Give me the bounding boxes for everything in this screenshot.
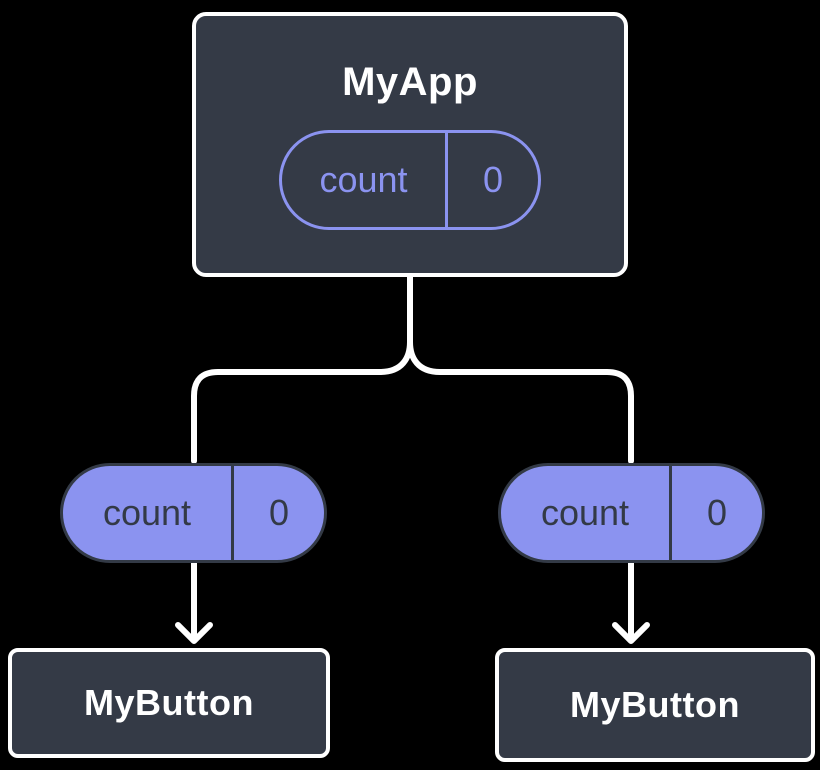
prop-value: 0 [706,492,728,533]
child-component-label: MyButton [84,682,254,723]
pill-divider [669,466,672,560]
prop-value: 0 [268,492,290,533]
branch-line-right [407,274,634,464]
branch-line-left [191,274,413,464]
pill-divider [231,466,234,560]
pill-divider [445,133,448,227]
arrow-head-left [175,622,213,644]
state-value: 0 [482,159,504,200]
prop-name: count [540,492,630,533]
prop-pill-right: count 0 [498,463,765,563]
arrow-head-right [612,622,650,644]
root-component-node: MyApp count 0 [192,12,628,277]
state-pill: count 0 [279,130,541,230]
child-component-label: MyButton [570,684,740,725]
child-component-node-right: MyButton [495,648,815,762]
prop-name: count [102,492,192,533]
root-component-label: MyApp [342,60,478,104]
child-component-node-left: MyButton [8,648,330,758]
state-name: count [319,159,408,200]
prop-pill-left: count 0 [60,463,327,563]
